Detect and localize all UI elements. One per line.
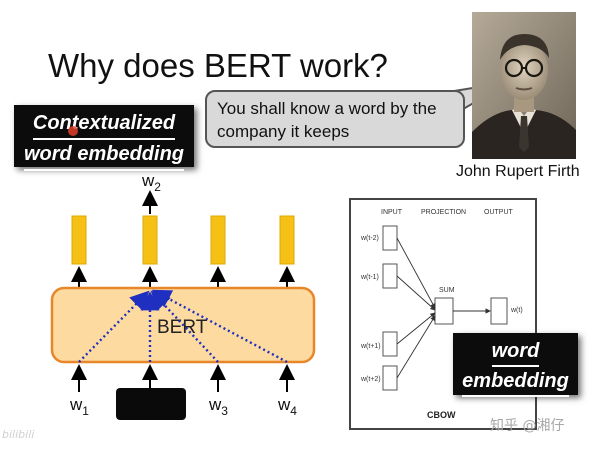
quote-bubble: You shall know a word by the company it … — [205, 90, 465, 148]
zhihu-watermark: 知乎 @湘仔 — [490, 418, 565, 434]
bert-model-label: BERT — [157, 317, 208, 338]
cbow-header-projection: PROJECTION — [421, 209, 466, 216]
portrait-caption: John Rupert Firth — [456, 163, 580, 180]
contextualized-embedding-label: Contextualized word embedding — [14, 105, 194, 171]
embedding-bar-2 — [142, 215, 158, 265]
contextualized-text: Contextualized — [32, 109, 176, 140]
embedding-text: embedding — [462, 367, 569, 397]
cbow-header-output: OUTPUT — [484, 209, 514, 216]
output-sub: 2 — [154, 180, 161, 194]
pointer-dot — [68, 126, 78, 136]
cbow-output-word: w(t) — [510, 307, 523, 314]
embedding-bar-1 — [71, 215, 87, 265]
embedding-bar-3 — [210, 215, 226, 265]
cbow-context-word-1: w(t-2) — [360, 235, 379, 242]
cbow-sum-label: SUM — [439, 287, 455, 294]
output-token-label: w2 — [141, 171, 161, 194]
cbow-context-word-3: w(t+1) — [360, 343, 381, 350]
word-text: word — [491, 337, 540, 367]
word-embedding-label: word embedding — [453, 333, 578, 397]
bilibili-watermark: bilibili — [2, 428, 35, 441]
bert-diagram: w2 BERT w1 w3 w4 — [50, 171, 316, 420]
cbow-diagram: INPUT PROJECTION OUTPUT w(t-2) w(t-1) w(… — [349, 198, 537, 430]
input-token-w3: w3 — [208, 395, 228, 418]
input-token-w4: w4 — [277, 395, 297, 418]
embedding-bar-4 — [279, 215, 295, 265]
slide-title: Why does BERT work? — [48, 47, 388, 84]
masked-token — [116, 388, 186, 420]
output-w: w — [141, 171, 155, 190]
cbow-header-input: INPUT — [381, 209, 403, 216]
input-token-w1: w1 — [69, 395, 89, 418]
cbow-caption: CBOW — [427, 410, 456, 420]
cbow-context-word-4: w(t+2) — [360, 376, 381, 383]
firth-portrait — [472, 12, 576, 159]
quote-text: You shall know a word by the company it … — [217, 99, 437, 141]
cbow-context-word-2: w(t-1) — [360, 274, 379, 281]
word-embedding-text: word embedding — [24, 140, 184, 171]
